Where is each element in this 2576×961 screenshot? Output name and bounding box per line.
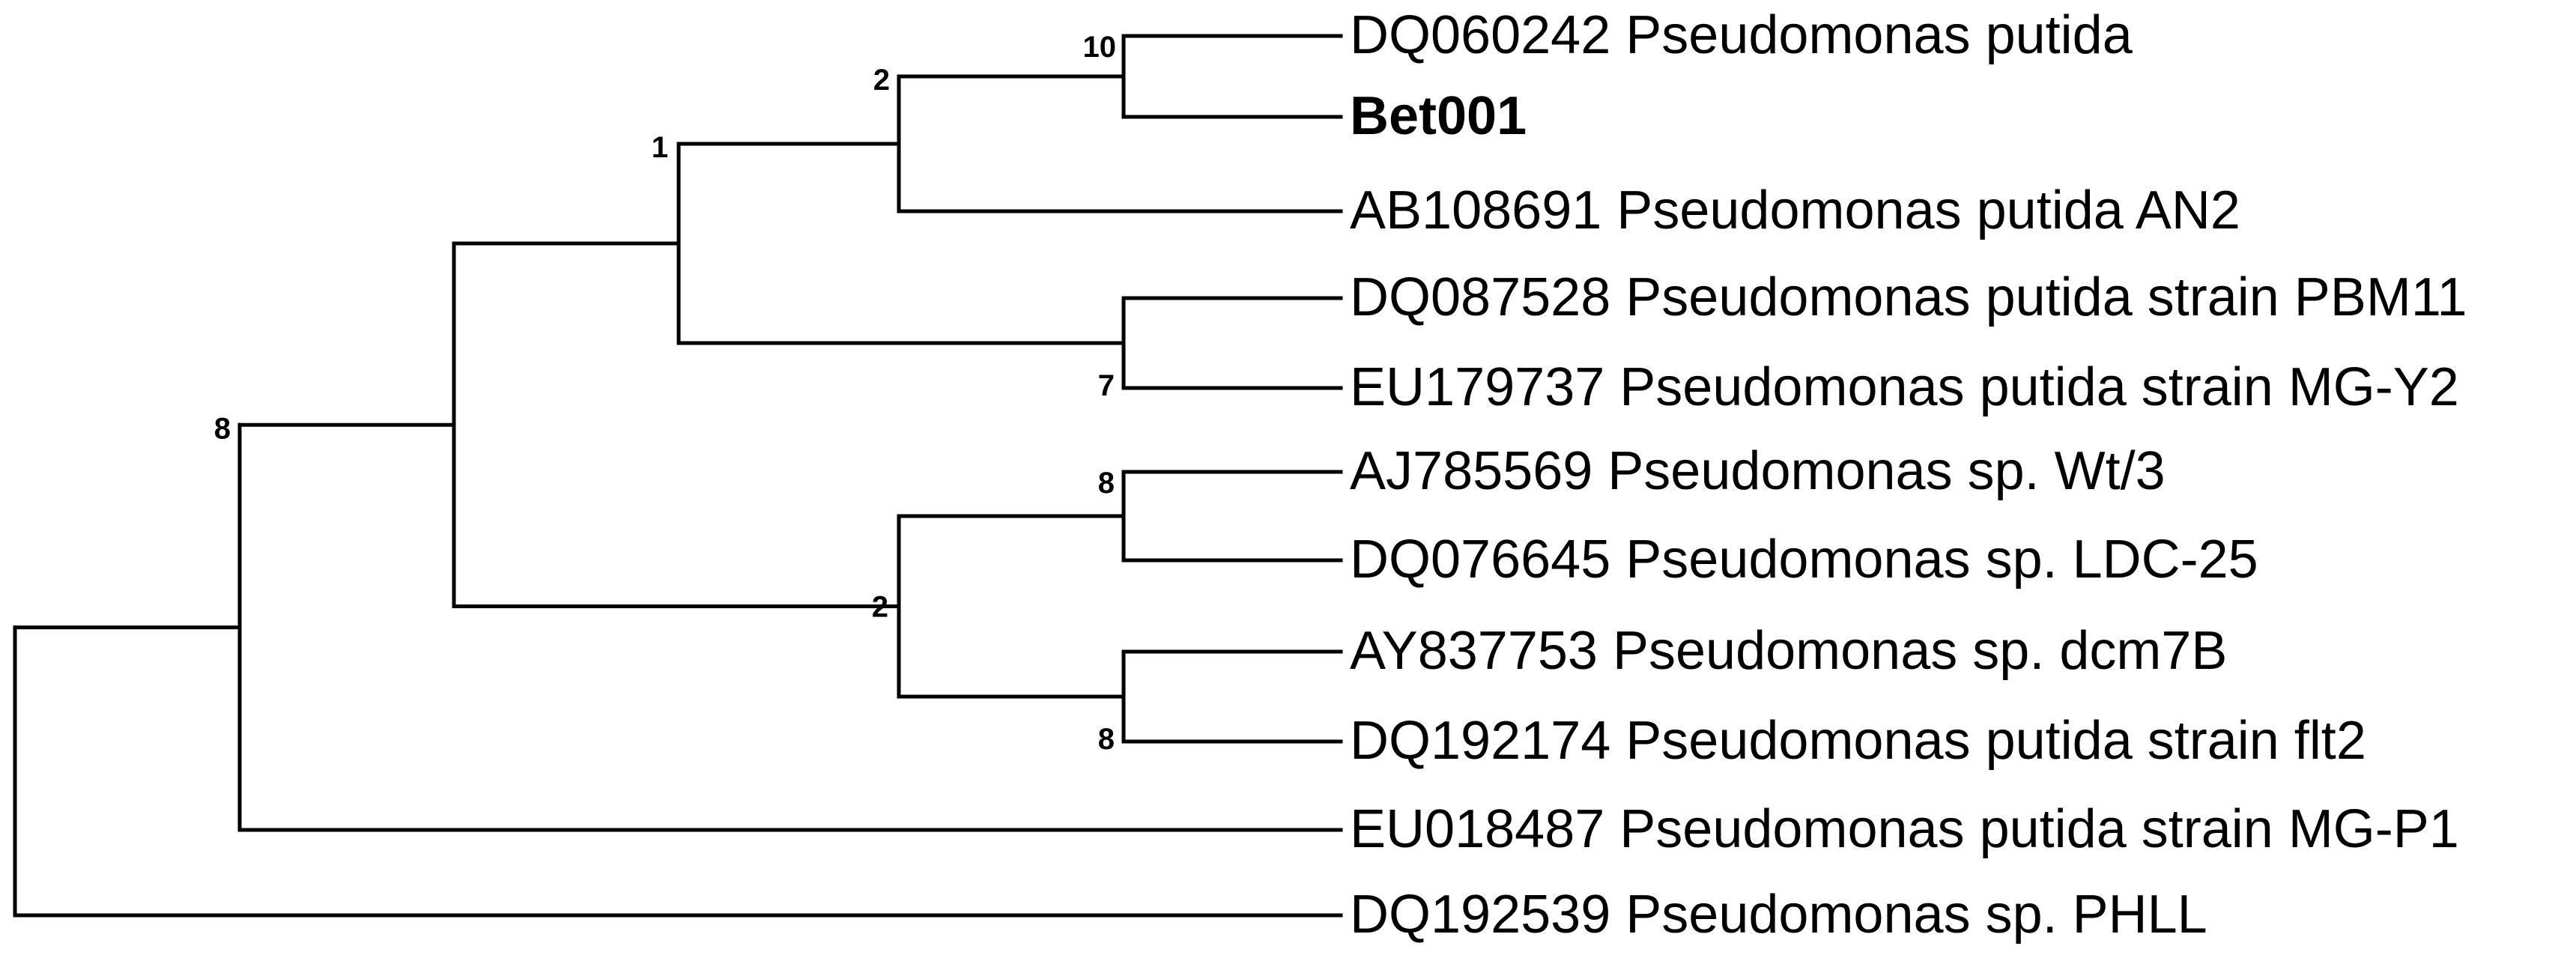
support-node1: 1: [652, 131, 668, 164]
taxon-label-6: AJ785569 Pseudomonas sp. Wt/3: [1350, 441, 2166, 501]
taxon-label-9: DQ192174 Pseudomonas putida strain flt2: [1350, 711, 2366, 771]
taxon-label-1: DQ060242 Pseudomonas putida: [1350, 5, 2133, 65]
bootstrap-support-values: 10 2 1 7 8 8 2 8: [214, 31, 1116, 756]
support-node2b: 2: [872, 591, 888, 624]
taxon-label-8: AY837753 Pseudomonas sp. dcm7B: [1350, 621, 2227, 681]
support-node7: 7: [1098, 369, 1115, 402]
support-node8d: 8: [1098, 723, 1115, 756]
taxon-label-11: DQ192539 Pseudomonas sp. PHLL: [1350, 885, 2207, 945]
support-node8: 8: [214, 412, 231, 445]
taxon-label-4: DQ087528 Pseudomonas putida strain PBM11: [1350, 267, 2467, 327]
taxon-labels: DQ060242 Pseudomonas putidaBet001AB10869…: [1350, 5, 2467, 945]
taxon-label-7: DQ076645 Pseudomonas sp. LDC-25: [1350, 530, 2258, 589]
taxon-label-10: EU018487 Pseudomonas putida strain MG-P1: [1350, 799, 2459, 859]
support-node10: 10: [1083, 31, 1117, 64]
support-node8c: 8: [1098, 467, 1115, 500]
taxon-label-5: EU179737 Pseudomonas putida strain MG-Y2: [1350, 357, 2459, 417]
support-node2a: 2: [873, 64, 890, 97]
taxon-label-2: Bet001: [1350, 86, 1527, 146]
tree-branches: [13, 34, 1343, 918]
taxon-label-3: AB108691 Pseudomonas putida AN2: [1350, 181, 2240, 240]
